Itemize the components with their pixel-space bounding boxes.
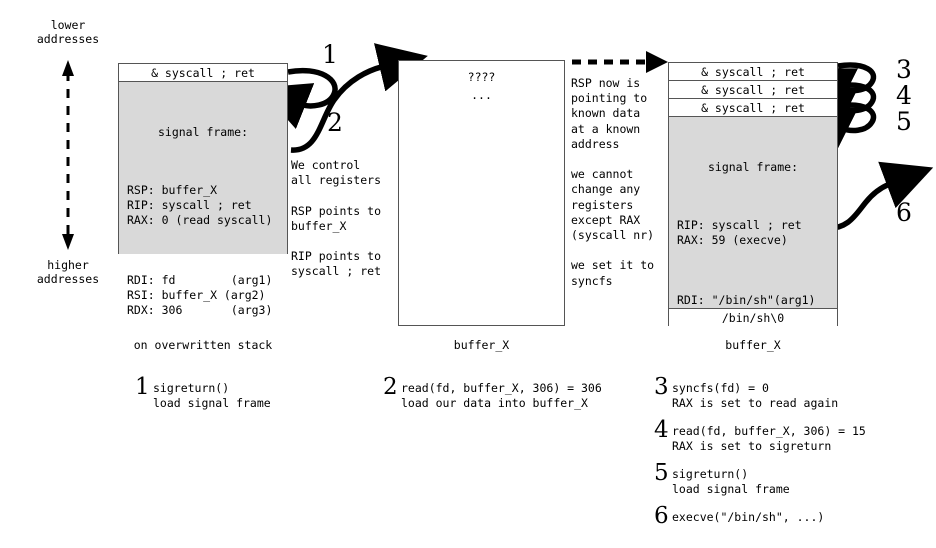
arrow-step-1 [259,67,338,130]
legend-item-5: 5 sigreturn() load signal frame [654,462,790,496]
memory-block-buffer-x-filled: & syscall ; ret & syscall ; ret & syscal… [668,62,838,327]
legend-item-6: 6 execve("/bin/sh", ...) [654,505,825,528]
step-marker-2: 2 [327,108,343,137]
step-marker-4: 4 [896,81,912,110]
caption-buffer-x-filled: buffer_X [725,338,781,352]
stack-cell-syscall-ret: & syscall ; ret [119,64,287,82]
signal-frame-registers-primary: RSP: buffer_X RIP: syscall ; ret RAX: 0 … [127,183,273,228]
arrow-step-6 [825,161,934,231]
signal-frame-title: signal frame: [157,125,248,140]
signal-frame-registers-primary-block3: RIP: syscall ; ret RAX: 59 (execve) [677,218,802,248]
arrow-step-5 [802,102,877,153]
address-direction-arrow [62,60,74,250]
legend-number-5: 5 [654,460,669,486]
signal-frame-registers-args: RDI: fd (arg1) RSI: buffer_X (arg2) RDX:… [127,273,273,318]
legend-number-2: 2 [383,374,398,400]
legend-number-3: 3 [654,374,669,400]
annotation-rsp-known-address: RSP now is pointing to known data at a k… [571,76,655,288]
buffer-unknown-line-1: ???? [467,70,496,84]
step-marker-1: 1 [322,40,338,69]
axis-label-lower-addresses: lower addresses [36,18,100,46]
legend-item-4: 4 read(fd, buffer_X, 306) = 15 RAX is se… [654,419,866,453]
legend-text-2: read(fd, buffer_X, 306) = 306 load our d… [401,381,602,410]
caption-buffer-x-empty: buffer_X [453,338,510,352]
signal-frame-block3: signal frame: RIP: syscall ; ret RAX: 59… [669,117,837,309]
legend-item-1: 1 sigreturn() load signal frame [135,376,271,410]
memory-block-overwritten-stack: & syscall ; ret signal frame: RSP: buffe… [118,63,288,317]
buffer-cell-syscall-ret-2: & syscall ; ret [669,81,837,99]
annotation-register-control: We control all registers RSP points to b… [291,158,382,279]
legend-text-3: syncfs(fd) = 0 RAX is set to read again [672,381,839,410]
memory-block-buffer-x-empty: ???? ... [398,60,565,326]
legend-text-4: read(fd, buffer_X, 306) = 15 RAX is set … [672,424,866,453]
legend-number-4: 4 [654,417,669,443]
caption-overwritten-stack: on overwritten stack [133,338,273,352]
legend-text-6: execve("/bin/sh", ...) [672,510,825,524]
legend-number-1: 1 [135,374,150,400]
legend-text-1: sigreturn() load signal frame [153,381,271,410]
legend-item-2: 2 read(fd, buffer_X, 306) = 306 load our… [383,376,602,410]
axis-label-higher-addresses: higher addresses [36,258,100,286]
buffer-cell-syscall-ret-3: & syscall ; ret [669,99,837,117]
arrow-step-2 [290,43,428,153]
legend-item-3: 3 syncfs(fd) = 0 RAX is set to read agai… [654,376,839,410]
step-marker-5: 5 [896,107,912,136]
legend-text-5: sigreturn() load signal frame [672,467,790,496]
step-marker-6: 6 [896,198,912,227]
buffer-cell-syscall-ret-1: & syscall ; ret [669,63,837,81]
arrow-buffer-to-stack-dashed [572,51,668,73]
buffer-unknown-line-2: ... [471,88,492,102]
buffer-cell-binsh-string: /bin/sh\0 [669,309,837,327]
signal-frame-title-block3: signal frame: [707,160,798,175]
signal-frame-registers-args-block3: RDI: "/bin/sh"(arg1) [677,292,816,307]
legend-number-6: 6 [654,503,669,529]
signal-frame-block1: signal frame: RSP: buffer_X RIP: syscall… [119,82,287,317]
step-marker-3: 3 [896,55,912,84]
